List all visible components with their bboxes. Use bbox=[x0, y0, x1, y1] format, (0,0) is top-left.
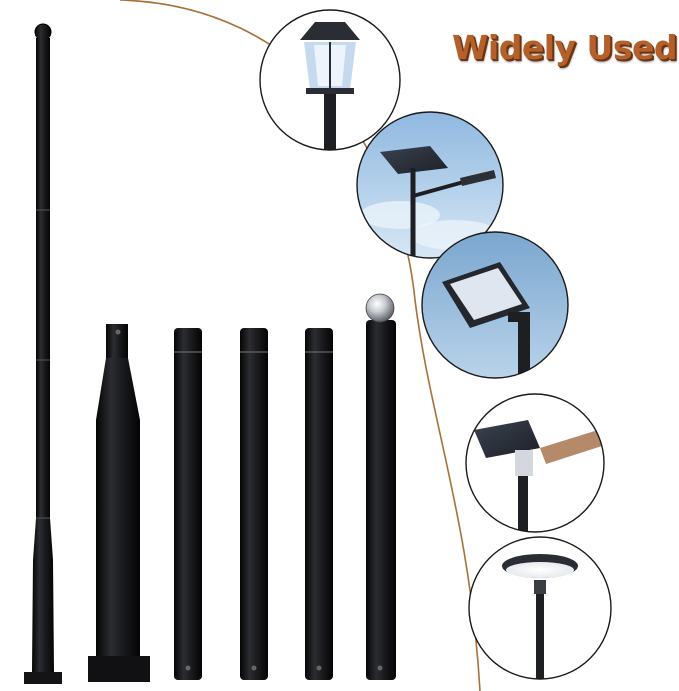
pole-section-with-steel-ball bbox=[365, 293, 396, 680]
straight-pole-section-2 bbox=[240, 328, 268, 680]
ufo-garden-light bbox=[468, 536, 612, 680]
tapered-base-pole-with-flange bbox=[88, 324, 150, 682]
tall-pole-with-ball-finial bbox=[24, 23, 62, 684]
widely-used-heading: Widely Used bbox=[452, 28, 677, 67]
solar-panel-street-light bbox=[465, 393, 605, 533]
lantern-post-lamp bbox=[259, 9, 401, 151]
straight-pole-section-3 bbox=[305, 328, 333, 680]
straight-pole-section-1 bbox=[174, 328, 202, 680]
led-flood-light bbox=[421, 231, 569, 379]
solar-street-light bbox=[356, 111, 504, 259]
